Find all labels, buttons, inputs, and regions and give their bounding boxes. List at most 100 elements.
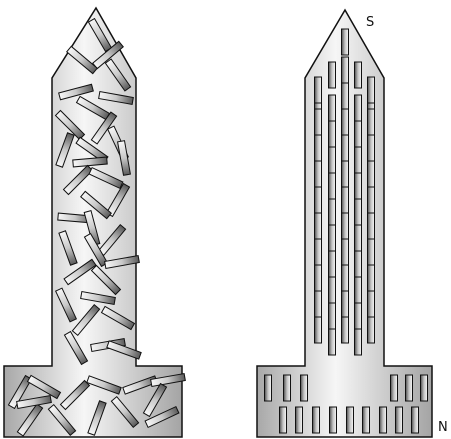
aligned-domain bbox=[367, 238, 375, 266]
aligned-domain bbox=[367, 186, 375, 214]
aligned-domain bbox=[295, 406, 303, 434]
aligned-domain bbox=[395, 406, 403, 434]
random-domain bbox=[98, 91, 134, 105]
aligned-domain bbox=[341, 134, 349, 162]
random-domain bbox=[26, 374, 62, 400]
aligned-domain bbox=[367, 212, 375, 240]
aligned-domain bbox=[314, 134, 322, 162]
random-domain bbox=[16, 403, 44, 437]
random-domain bbox=[150, 373, 186, 387]
aligned-domain bbox=[367, 160, 375, 188]
aligned-domain bbox=[354, 94, 362, 122]
random-domain bbox=[63, 330, 89, 366]
south-pole-label: S bbox=[366, 15, 374, 30]
aligned-domain bbox=[328, 198, 336, 226]
aligned-domain bbox=[354, 276, 362, 304]
aligned-domain bbox=[328, 94, 336, 122]
aligned-domain bbox=[346, 406, 354, 434]
aligned-domain bbox=[367, 76, 375, 104]
aligned-domain bbox=[341, 28, 349, 56]
random-domain bbox=[54, 287, 78, 323]
unmagnetized-iron-panel bbox=[3, 6, 186, 438]
random-domain bbox=[55, 132, 75, 168]
aligned-domain bbox=[341, 82, 349, 110]
random-domain bbox=[63, 258, 97, 286]
aligned-domain bbox=[354, 198, 362, 226]
aligned-domain bbox=[328, 302, 336, 330]
north-pole-label: N bbox=[438, 420, 448, 435]
random-domain bbox=[47, 404, 77, 436]
random-domain bbox=[90, 111, 118, 145]
aligned-domain bbox=[354, 172, 362, 200]
aligned-domain bbox=[379, 406, 387, 434]
random-domain bbox=[117, 140, 131, 176]
aligned-domain bbox=[341, 186, 349, 214]
random-domain bbox=[104, 255, 140, 269]
aligned-domain bbox=[314, 212, 322, 240]
random-domain bbox=[80, 291, 116, 305]
aligned-domain bbox=[341, 264, 349, 292]
magnetized-iron-panel bbox=[256, 8, 433, 438]
random-domain bbox=[104, 58, 132, 92]
aligned-domain bbox=[341, 316, 349, 344]
aligned-domain bbox=[367, 134, 375, 162]
aligned-domain bbox=[405, 374, 413, 402]
aligned-domain bbox=[328, 172, 336, 200]
random-domain bbox=[110, 396, 140, 428]
aligned-domain bbox=[354, 61, 362, 89]
aligned-domain bbox=[390, 374, 398, 402]
random-domain bbox=[86, 375, 122, 395]
aligned-domain bbox=[328, 120, 336, 148]
aligned-domain bbox=[328, 276, 336, 304]
aligned-domain bbox=[328, 328, 336, 356]
random-domain bbox=[144, 405, 180, 429]
aligned-domain bbox=[362, 406, 370, 434]
aligned-domain bbox=[341, 56, 349, 84]
random-domain bbox=[100, 305, 136, 331]
aligned-domain bbox=[328, 146, 336, 174]
aligned-domain bbox=[354, 302, 362, 330]
aligned-domain bbox=[354, 224, 362, 252]
aligned-domain bbox=[328, 250, 336, 278]
aligned-domain bbox=[328, 61, 336, 89]
aligned-domain bbox=[354, 328, 362, 356]
aligned-domain bbox=[341, 108, 349, 136]
aligned-domains-group bbox=[264, 28, 428, 434]
random-domain bbox=[16, 395, 52, 409]
aligned-domain bbox=[341, 212, 349, 240]
aligned-domain bbox=[314, 290, 322, 318]
random-domains-group bbox=[7, 17, 186, 437]
aligned-domain bbox=[329, 406, 337, 434]
aligned-domain bbox=[341, 238, 349, 266]
random-domain bbox=[80, 190, 112, 220]
aligned-domain bbox=[354, 250, 362, 278]
random-domain bbox=[66, 45, 98, 75]
aligned-domain bbox=[411, 406, 419, 434]
aligned-domain bbox=[328, 224, 336, 252]
aligned-domain bbox=[283, 374, 291, 402]
random-domain bbox=[142, 382, 168, 418]
aligned-domain bbox=[314, 186, 322, 214]
aligned-domain bbox=[367, 316, 375, 344]
random-domain bbox=[58, 230, 78, 266]
aligned-domain bbox=[420, 374, 428, 402]
aligned-domain bbox=[314, 238, 322, 266]
random-domain bbox=[83, 232, 109, 268]
aligned-domain bbox=[367, 264, 375, 292]
aligned-domain bbox=[341, 160, 349, 188]
random-domain bbox=[7, 374, 33, 410]
aligned-domain bbox=[279, 406, 287, 434]
aligned-domain bbox=[341, 290, 349, 318]
aligned-domain bbox=[314, 160, 322, 188]
aligned-domain bbox=[312, 406, 320, 434]
aligned-domain bbox=[367, 108, 375, 136]
aligned-domain bbox=[354, 120, 362, 148]
aligned-domain bbox=[354, 146, 362, 174]
aligned-domain bbox=[314, 316, 322, 344]
aligned-domain bbox=[314, 264, 322, 292]
random-domain bbox=[90, 264, 122, 296]
aligned-domain bbox=[314, 76, 322, 104]
aligned-domain bbox=[314, 108, 322, 136]
random-domain bbox=[72, 156, 108, 168]
